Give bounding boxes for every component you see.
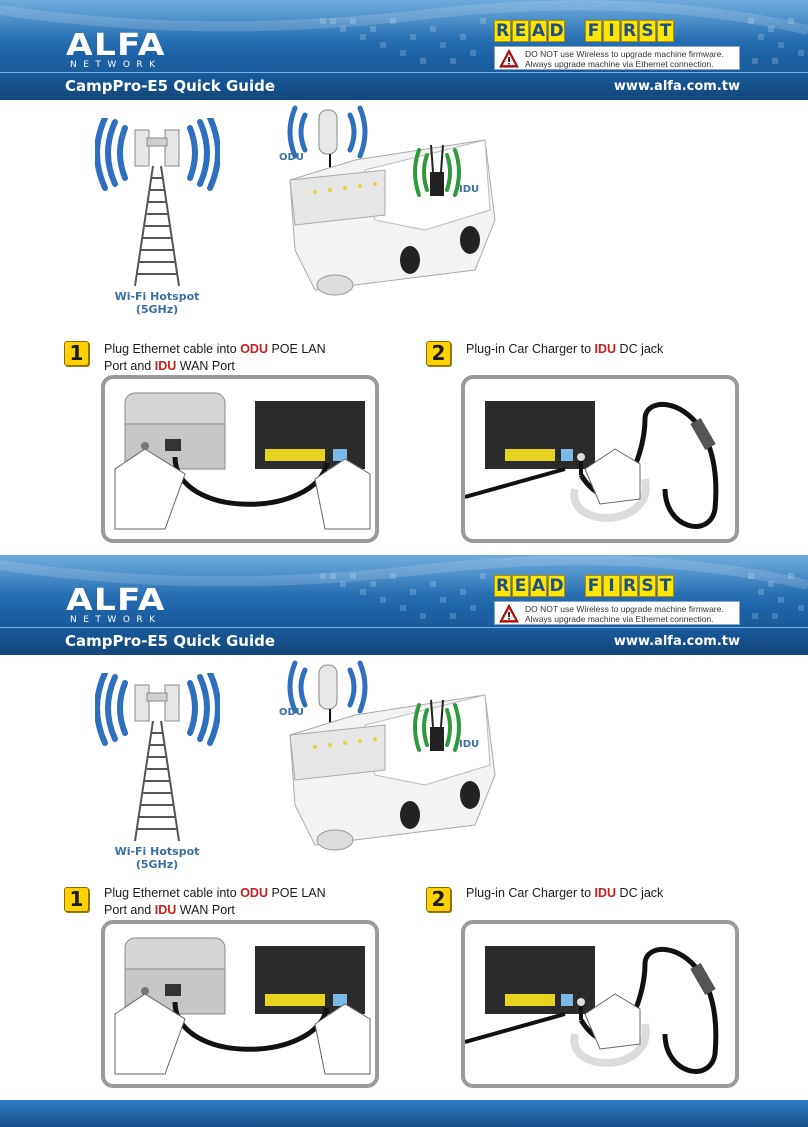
firmware-warning: DO NOT use Wireless to upgrade machine f… bbox=[494, 601, 740, 625]
read-first-letter: R bbox=[621, 20, 638, 42]
header-band: ALFA NETWORK CampPro-E5 Quick Guide www.… bbox=[0, 555, 808, 655]
read-first-letter: A bbox=[530, 20, 547, 42]
logo-wordmark: ALFA bbox=[66, 28, 166, 63]
alfa-logo: ALFA NETWORK bbox=[66, 28, 176, 72]
logo-wordmark: ALFA bbox=[66, 583, 166, 618]
step-1-illustration bbox=[101, 375, 379, 543]
read-first-letter: R bbox=[494, 20, 511, 42]
hotspot-label: Wi-Fi Hotspot bbox=[115, 290, 200, 303]
wifi-tower-illustration: Wi-Fi Hotspot (5GHz) bbox=[95, 118, 220, 316]
website-url: www.alfa.com.tw bbox=[613, 634, 740, 649]
header-band: ALFA NETWORK CampPro-E5 Quick Guide www.… bbox=[0, 0, 808, 100]
hotspot-label: Wi-Fi Hotspot bbox=[115, 845, 200, 858]
read-first-letter: D bbox=[548, 575, 565, 597]
hotspot-band-label: (5GHz) bbox=[136, 858, 178, 871]
title-bar bbox=[0, 627, 808, 655]
read-first-letter: R bbox=[494, 575, 511, 597]
guide-title: CampPro-E5 Quick Guide bbox=[65, 632, 276, 650]
warning-triangle-icon bbox=[499, 49, 519, 68]
read-first-letter: S bbox=[639, 575, 656, 597]
footer-band bbox=[0, 1100, 808, 1127]
warning-line-2: Always upgrade machine via Ethernet conn… bbox=[525, 614, 714, 624]
website-url: www.alfa.com.tw bbox=[613, 79, 740, 94]
step-2-illustration bbox=[461, 375, 739, 543]
step-2-illustration bbox=[461, 920, 739, 1088]
read-first-letter: I bbox=[603, 575, 620, 597]
read-first-letter: T bbox=[657, 575, 674, 597]
step-1-illustration bbox=[101, 920, 379, 1088]
idu-label: IDU bbox=[459, 739, 479, 750]
read-first-letter: A bbox=[530, 575, 547, 597]
signal-waves-icon bbox=[95, 673, 220, 746]
read-first-letter: F bbox=[585, 20, 602, 42]
idu-label: IDU bbox=[459, 184, 479, 195]
step-1-text: Plug Ethernet cable into ODU POE LAN Por… bbox=[104, 342, 326, 373]
logo-subtitle: NETWORK bbox=[70, 60, 162, 70]
hotspot-band-label: (5GHz) bbox=[136, 303, 178, 316]
header-pixel-pattern bbox=[0, 555, 808, 619]
read-first-banner: R E A D F I R S T bbox=[494, 575, 674, 599]
read-first-letter: D bbox=[548, 20, 565, 42]
read-first-banner: R E A D F I R S T bbox=[494, 20, 674, 44]
step-2-number: 2 bbox=[426, 341, 451, 366]
step-1-text: Plug Ethernet cable into ODU POE LAN Por… bbox=[104, 886, 326, 917]
odu-label: ODU bbox=[279, 152, 304, 163]
header-pixel-pattern bbox=[0, 0, 808, 64]
firmware-warning: DO NOT use Wireless to upgrade machine f… bbox=[494, 46, 740, 70]
alfa-logo: ALFA NETWORK bbox=[66, 583, 176, 627]
guide-copy-bottom: ALFA NETWORK CampPro-E5 Quick Guide www.… bbox=[0, 555, 808, 1110]
read-first-letter: E bbox=[512, 20, 529, 42]
logo-subtitle: NETWORK bbox=[70, 615, 162, 625]
warning-line-1: DO NOT use Wireless to upgrade machine f… bbox=[525, 49, 724, 59]
step-1-number: 1 bbox=[64, 887, 89, 912]
rv-illustration: ODU IDU bbox=[279, 105, 496, 296]
read-first-letter: F bbox=[585, 575, 602, 597]
step-2-text: Plug-in Car Charger to IDU DC jack bbox=[466, 342, 664, 356]
read-first-letter: I bbox=[603, 20, 620, 42]
guide-copy-top: ALFA NETWORK CampPro-E5 Quick Guide www.… bbox=[0, 0, 808, 555]
guide-title: CampPro-E5 Quick Guide bbox=[65, 77, 276, 95]
step-2-text: Plug-in Car Charger to IDU DC jack bbox=[466, 886, 664, 900]
odu-label: ODU bbox=[279, 707, 304, 718]
wifi-tower-illustration: Wi-Fi Hotspot (5GHz) bbox=[95, 673, 220, 871]
warning-line-1: DO NOT use Wireless to upgrade machine f… bbox=[525, 604, 724, 614]
signal-waves-icon bbox=[95, 118, 220, 191]
read-first-letter: R bbox=[621, 575, 638, 597]
title-bar bbox=[0, 72, 808, 100]
read-first-letter: T bbox=[657, 20, 674, 42]
step-1-number: 1 bbox=[64, 341, 89, 366]
read-first-letter: S bbox=[639, 20, 656, 42]
step-2-number: 2 bbox=[426, 887, 451, 912]
rv-illustration: ODU IDU bbox=[279, 660, 496, 851]
read-first-letter: E bbox=[512, 575, 529, 597]
warning-line-2: Always upgrade machine via Ethernet conn… bbox=[525, 59, 714, 69]
warning-triangle-icon bbox=[499, 604, 519, 623]
